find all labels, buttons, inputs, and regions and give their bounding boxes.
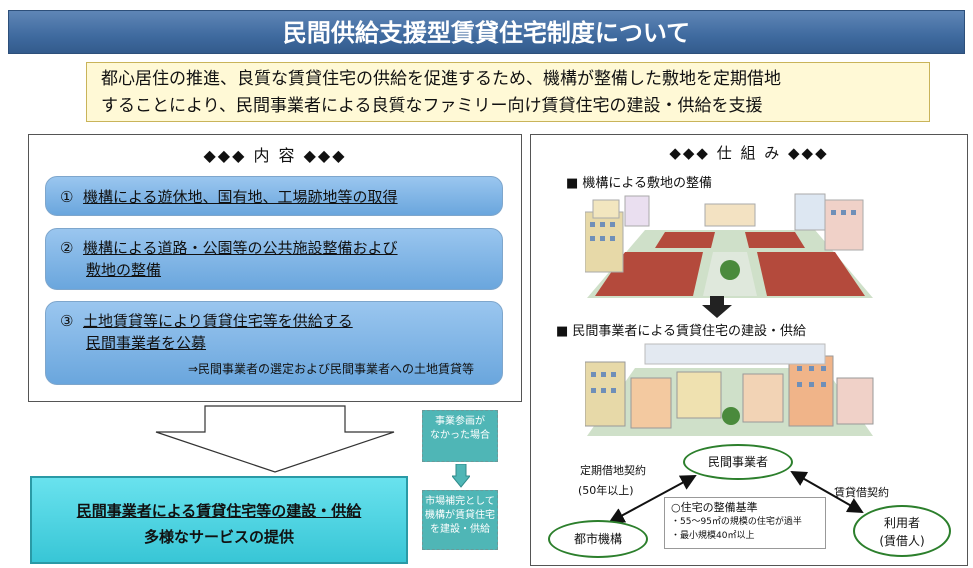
item-number: ② — [60, 239, 74, 257]
result-line-1: 民間事業者による賃貸住宅等の建設・供給 — [76, 502, 362, 520]
result-box: 民間事業者による賃貸住宅等の建設・供給 多様なサービスの提供 — [30, 476, 408, 564]
note-line: なかった場合 — [430, 430, 490, 441]
note-line: 機構が賃貸住宅 — [425, 510, 495, 521]
result-line-2: 多様なサービスの提供 — [143, 528, 294, 546]
content-item-3: ③ 土地賃貸等により賃貸住宅等を供給する 民間事業者を公募 ⇒民間事業者の選定お… — [45, 301, 503, 385]
standards-line-2: ・最小規模40㎡以上 — [671, 531, 755, 541]
user-node: 利用者 (賃借人) — [853, 505, 951, 557]
item-text-cont: 敷地の整備 — [86, 261, 162, 279]
content-item-2: ② 機構による道路・公園等の公共施設整備および 敷地の整備 — [45, 228, 503, 290]
lease-term-label: (50年以上) — [578, 484, 634, 497]
summary-box: 都心居住の推進、良質な賃貸住宅の供給を促進するため、機構が整備した敷地を定期借地… — [86, 62, 930, 122]
step-arrow-icon — [702, 296, 732, 318]
lease-contract-label: 定期借地契約 — [580, 464, 646, 477]
standards-line-1: ・55～95㎡の規模の住宅が過半 — [671, 517, 802, 527]
note-no-entry: 事業参画が なかった場合 — [422, 410, 498, 462]
item-text-cont: 民間事業者を公募 — [86, 334, 207, 352]
note-line: 事業参画が — [435, 416, 485, 427]
developer-node: 民間事業者 — [683, 444, 793, 480]
page-title: 民間供給支援型賃貸住宅制度について — [8, 10, 965, 54]
note-supplement: 市場補完として 機構が賃貸住宅 を建設・供給 — [422, 490, 498, 550]
item-subtext: ⇒民間事業者の選定および民間事業者への土地賃貸等 — [187, 362, 474, 376]
summary-line-1: 都心居住の推進、良質な賃貸住宅の供給を促進するため、機構が整備した敷地を定期借地 — [101, 69, 781, 89]
housing-standards-box: ○住宅の整備基準 ・55～95㎡の規模の住宅が過半 ・最小規模40㎡以上 — [664, 497, 826, 549]
user-label: 利用者 — [883, 516, 920, 530]
rental-contract-label: 賃貸借契約 — [834, 486, 889, 499]
note-line: を建設・供給 — [430, 524, 490, 535]
note-line: 市場補完として — [425, 496, 495, 507]
item-text: 土地賃貸等により賃貸住宅等を供給する — [83, 312, 353, 330]
item-text: 機構による道路・公園等の公共施設整備および — [83, 239, 398, 257]
step-1-label: ■ 機構による敷地の整備 — [566, 176, 713, 191]
mechanism-heading: ◆◆◆ 仕 組 み ◆◆◆ — [669, 144, 829, 162]
item-number: ① — [60, 188, 74, 206]
item-text: 機構による遊休地、国有地、工場跡地等の取得 — [83, 188, 398, 206]
user-sublabel: (賃借人) — [879, 534, 925, 548]
site-preparation-illustration — [585, 193, 873, 298]
content-item-1: ① 機構による遊休地、国有地、工場跡地等の取得 — [45, 176, 503, 216]
housing-construction-illustration — [585, 343, 874, 436]
summary-line-2: することにより、民間事業者による良質なファミリー向け賃貸住宅の建設・供給を支援 — [101, 96, 763, 116]
small-down-arrow-icon — [452, 464, 470, 488]
item-number: ③ — [60, 312, 74, 330]
standards-title: ○住宅の整備基準 — [671, 501, 758, 514]
ur-agency-node: 都市機構 — [548, 520, 648, 558]
contents-heading: ◆◆◆ 内 容 ◆◆◆ — [203, 146, 347, 165]
step-2-label: ■ 民間事業者による賃貸住宅の建設・供給 — [556, 324, 807, 339]
relationship-arrows — [608, 471, 864, 523]
down-arrow-icon — [155, 405, 395, 473]
